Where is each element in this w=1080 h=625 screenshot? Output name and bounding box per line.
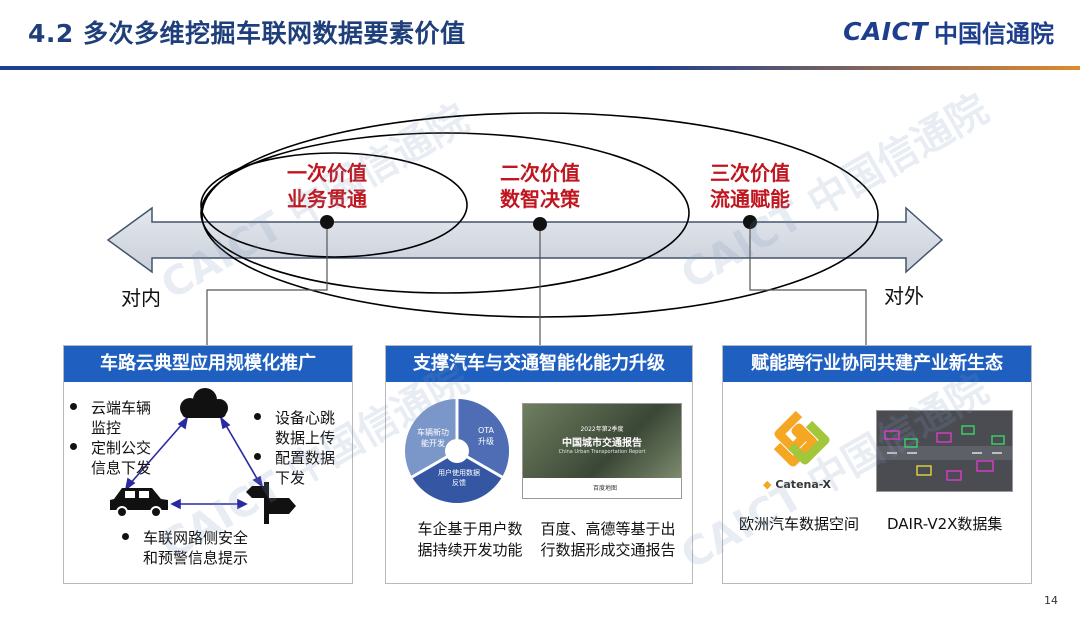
caption-line: 百度、高德等基于出 xyxy=(540,520,676,538)
bullet-dot xyxy=(254,453,261,460)
value-label-first: 一次价值 业务贯通 xyxy=(262,160,392,212)
traffic-report-thumbnail: 2022年第2季度 中国城市交通报告 China Urban Transport… xyxy=(522,403,682,499)
bullet-text: 数据上传 xyxy=(275,429,336,447)
dot-third-value xyxy=(743,215,757,229)
bullet-dot xyxy=(70,403,77,410)
value-third-line1: 三次价值 xyxy=(710,161,790,185)
cycle-text: 升级 xyxy=(478,437,494,446)
value-first-line1: 一次价值 xyxy=(287,161,367,185)
catena-x-wordmark: ◆ Catena-X xyxy=(763,478,831,491)
value-label-third: 三次价值 流通赋能 xyxy=(685,160,815,212)
panel-title-right: 赋能跨行业协同共建产业新生态 xyxy=(723,346,1031,382)
intersection-scene xyxy=(877,411,1012,491)
ellipse-second-value xyxy=(200,132,690,294)
catena-mini-icon: ◆ xyxy=(763,478,772,491)
value-label-second: 二次价值 数智决策 xyxy=(475,160,605,212)
bullet-roadside-safety: 车联网路侧安全 和预警信息提示 xyxy=(122,528,248,568)
value-first-line2: 业务贯通 xyxy=(287,187,367,211)
catena-x-logo xyxy=(773,410,830,467)
logo-chinese: 中国信通院 xyxy=(934,20,1054,48)
report-title: 中国城市交通报告 xyxy=(562,438,642,449)
panel-title-middle: 支撑汽车与交通智能化能力升级 xyxy=(386,346,692,382)
caption-traffic-reports: 百度、高德等基于出 行数据形成交通报告 xyxy=(528,519,688,561)
cycle-segment-new-features: 车辆新功 能开发 xyxy=(408,427,458,449)
bullet-text: 云端车辆 xyxy=(91,399,152,417)
bullet-cloud-monitor: 云端车辆 监控 定制公交 信息下发 xyxy=(70,398,151,478)
panel-industry-ecosystem: 赋能跨行业协同共建产业新生态 ◆ Catena-X xyxy=(722,345,1032,584)
value-second-line1: 二次价值 xyxy=(500,161,580,185)
bullet-text: 车联网路侧安全 xyxy=(143,529,249,547)
bullet-dot xyxy=(254,413,261,420)
value-third-line2: 流通赋能 xyxy=(710,187,790,211)
page-number: 14 xyxy=(1044,594,1058,607)
report-tag: 2022年第2季度 xyxy=(580,426,624,433)
caption-line: 行数据形成交通报告 xyxy=(540,541,676,559)
caption-line: 车企基于用户数 xyxy=(417,520,523,538)
cloud-icon xyxy=(180,388,228,418)
bullet-text: 下发 xyxy=(275,469,306,487)
cycle-text: 反馈 xyxy=(452,479,466,487)
ellipse-first-value xyxy=(200,152,468,258)
cycle-text: 能开发 xyxy=(421,439,445,448)
dot-second-value xyxy=(533,217,547,231)
car-icon xyxy=(110,488,168,518)
panel-vehicle-road-cloud: 车路云典型应用规模化推广 xyxy=(63,345,353,584)
cycle-text: OTA xyxy=(477,426,495,435)
roadside-unit-icon xyxy=(246,482,296,524)
connector-left xyxy=(206,223,328,345)
bullet-text: 配置数据 xyxy=(275,449,336,467)
bullet-text: 和预警信息提示 xyxy=(143,549,249,567)
panel-title-left: 车路云典型应用规模化推广 xyxy=(64,346,352,382)
caption-line: 据持续开发功能 xyxy=(417,541,523,559)
cycle-text: 车辆新功 xyxy=(417,428,449,437)
bullet-text: 设备心跳 xyxy=(275,409,336,427)
report-subtitle: China Urban Transportation Report xyxy=(558,449,646,455)
dot-first-value xyxy=(320,215,334,229)
header-divider xyxy=(0,66,1080,70)
caict-logo: CAICT 中国信通院 xyxy=(843,14,1054,49)
report-footer-bar: 百度地图 xyxy=(523,478,681,498)
cycle-text: 用户使用数据 xyxy=(438,469,480,477)
cycle-segment-user-feedback: 用户使用数据 反馈 xyxy=(426,468,492,488)
caption-dair-v2x: DAIR-V2X数据集 xyxy=(887,515,1003,533)
iteration-cycle-diagram xyxy=(405,399,509,503)
bullet-device-heartbeat: 设备心跳 数据上传 配置数据 下发 xyxy=(254,408,335,488)
connector-right xyxy=(749,222,867,345)
bullet-dot xyxy=(70,443,77,450)
bullet-text: 信息下发 xyxy=(91,459,152,477)
report-cover-image xyxy=(523,404,681,478)
panel-intelligence-upgrade: 支撑汽车与交通智能化能力升级 车辆新功 能开发 OTA 升级 用户使用数据 反馈… xyxy=(385,345,693,584)
logo-latin: CAICT xyxy=(843,17,928,46)
page-title: 4.2 多次多维挖掘车联网数据要素价值 xyxy=(28,19,466,48)
bullet-text: 定制公交 xyxy=(91,439,152,457)
axis-left-label: 对内 xyxy=(121,286,161,310)
value-second-line2: 数智决策 xyxy=(500,187,580,211)
axis-right-label: 对外 xyxy=(884,284,924,308)
caption-oem-features: 车企基于用户数 据持续开发功能 xyxy=(402,519,538,561)
report-footer: 百度地图 xyxy=(593,485,618,492)
catena-x-name: Catena-X xyxy=(775,478,831,491)
dair-v2x-image xyxy=(876,410,1013,492)
caption-eu-data-space: 欧洲汽车数据空间 xyxy=(739,515,860,533)
double-arrow-axis xyxy=(106,206,944,274)
bullet-text: 监控 xyxy=(91,419,122,437)
cycle-segment-ota: OTA 升级 xyxy=(466,425,506,447)
bullet-dot xyxy=(122,533,129,540)
left-panel-diagram xyxy=(110,388,296,524)
